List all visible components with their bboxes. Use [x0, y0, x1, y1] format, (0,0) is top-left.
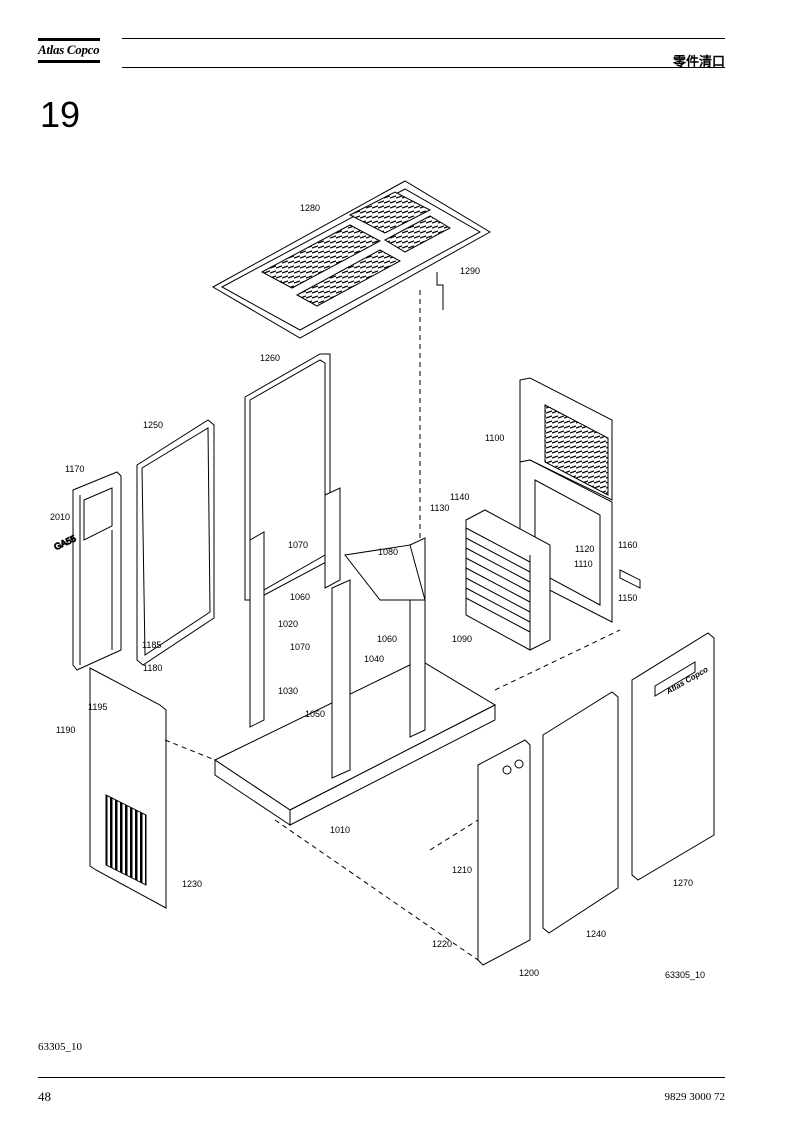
section-number: 19 [40, 94, 81, 135]
callout-1150: 1150 [618, 593, 637, 603]
callout-1200: 1200 [519, 968, 539, 978]
bracket-1080 [344, 544, 426, 601]
callout-labels: 1280 1290 1260 1250 1170 2010 1070 1080 1100 1140… [50, 203, 693, 978]
callout-1110: 1110 [574, 559, 593, 569]
logo-bar-top [38, 38, 100, 41]
callout-1070: 1070 [290, 642, 310, 652]
logo-text: Atlas Copco [38, 42, 100, 57]
callout-1030: 1030 [278, 686, 298, 696]
callout-1160: 1160 [618, 540, 637, 550]
callout-1060: 1060 [290, 592, 310, 602]
page-number: 48 [38, 1089, 51, 1104]
header-rule-top [122, 38, 725, 39]
figure-id-inline: 63305_10 [665, 970, 705, 980]
callout-1290: 1290 [460, 266, 480, 276]
document-number: 9829 3000 72 [664, 1091, 726, 1103]
callout-1040: 1040 [364, 654, 384, 664]
post-1060 [324, 487, 341, 589]
callout-1010: 1010 [330, 825, 350, 835]
header-rule-bottom [122, 67, 725, 68]
front-frame-1170 [72, 471, 122, 671]
callout-1070: 1070 [288, 540, 308, 550]
callout-2010: 2010 [50, 512, 70, 522]
post-1020 [249, 531, 265, 728]
callout-1190: 1190 [56, 725, 75, 735]
footer-rule [38, 1077, 725, 1078]
post-1040 [331, 579, 351, 779]
callout-1185: 1185 [142, 640, 161, 650]
header-title: 零件清口 [672, 54, 725, 69]
logo-bar-bottom [38, 60, 100, 63]
exploded-parts-diagram: GA55 [50, 180, 715, 980]
callout-1090: 1090 [452, 634, 472, 644]
callout-1280: 1280 [300, 203, 320, 213]
side-panel-1250 [136, 419, 215, 666]
callout-1020: 1020 [278, 619, 298, 629]
callout-1250: 1250 [143, 420, 163, 430]
panel-1240 [542, 691, 619, 934]
side-panel-1200 [477, 739, 531, 966]
bracket-1150 [619, 569, 641, 589]
callout-1170: 1170 [65, 464, 84, 474]
callout-1050: 1050 [305, 709, 325, 719]
callout-1120: 1120 [575, 544, 594, 554]
callout-1240: 1240 [586, 929, 606, 939]
figure-id: 63305_10 [38, 1041, 82, 1053]
callout-1130: 1130 [430, 503, 449, 513]
callout-1210: 1210 [452, 865, 472, 875]
callout-1060: 1060 [377, 634, 397, 644]
screw-1290 [436, 272, 444, 310]
callout-1180: 1180 [143, 663, 162, 673]
front-door-1230 [89, 667, 167, 909]
callout-1080: 1080 [378, 547, 398, 557]
callout-1195: 1195 [88, 702, 107, 712]
callout-1230: 1230 [182, 879, 202, 889]
dash-line-a [164, 739, 216, 761]
cooler-1120 [465, 509, 551, 651]
callout-1270: 1270 [673, 878, 693, 888]
callout-1260: 1260 [260, 353, 280, 363]
callout-1100: 1100 [485, 433, 504, 443]
atlas-copco-logo: Atlas Copco [38, 38, 102, 68]
panel-1270 [631, 632, 715, 881]
callout-1140: 1140 [450, 492, 469, 502]
top-cover-1280 [211, 180, 491, 339]
dash-line-d [429, 819, 479, 851]
callout-1220: 1220 [432, 939, 452, 949]
